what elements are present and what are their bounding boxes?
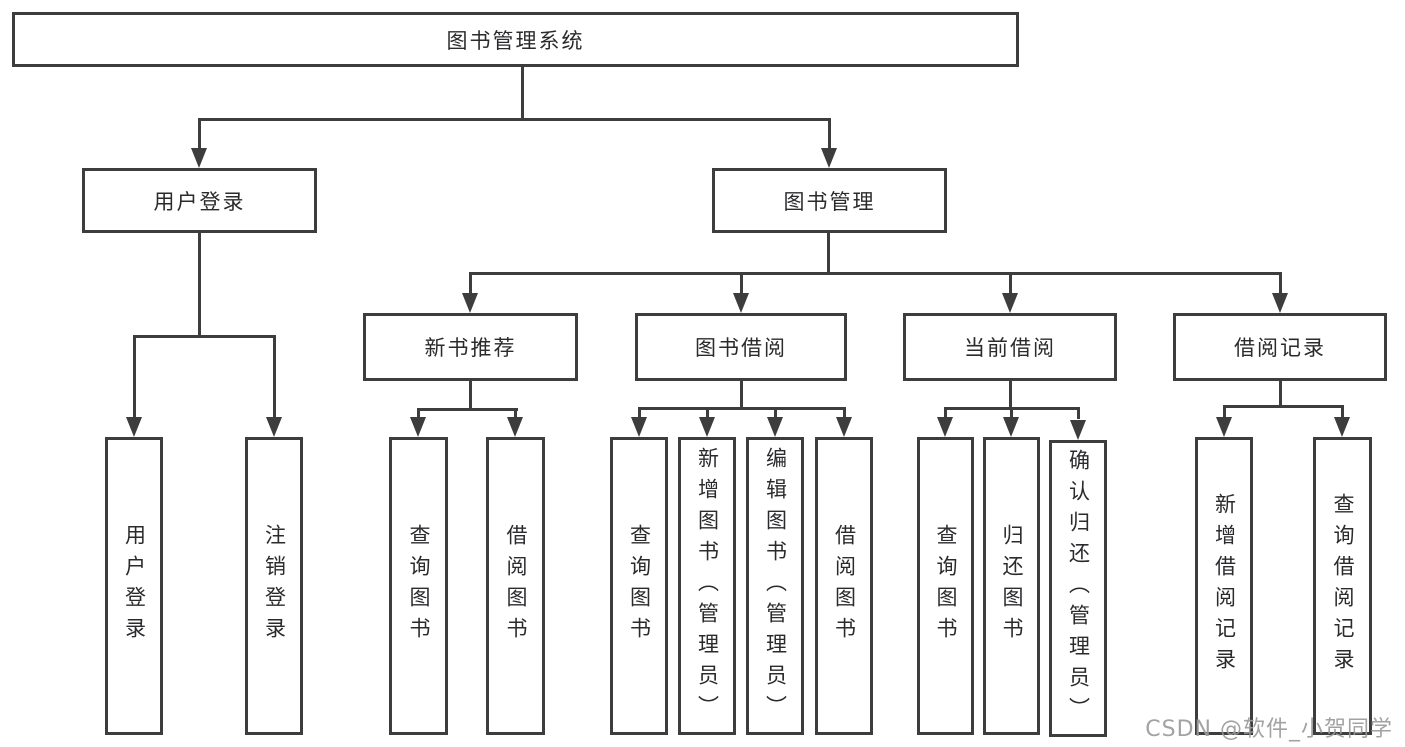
arrow-down-icon	[266, 417, 282, 437]
connector-line	[1009, 381, 1012, 409]
arrow-down-icon	[1272, 293, 1288, 313]
connector-line	[133, 335, 276, 338]
arrow-down-icon	[191, 148, 207, 168]
arrow-down-icon	[1003, 417, 1019, 437]
node-label: 归还图书	[1000, 524, 1024, 648]
connector-line	[1279, 272, 1282, 295]
arrow-down-icon	[507, 417, 523, 437]
node-label: 借阅图书	[832, 524, 857, 648]
leaf-return-books: 归还图书	[983, 437, 1040, 735]
leaf-borrow-books: 借阅图书	[815, 437, 873, 735]
connector-line	[417, 408, 518, 411]
arrow-down-icon	[462, 293, 478, 313]
connector-line	[1010, 407, 1013, 419]
node-label: 图书借阅	[695, 336, 787, 360]
node-current-borrow: 当前借阅	[903, 313, 1117, 381]
connector-line	[843, 407, 846, 419]
arrow-down-icon	[836, 417, 852, 437]
connector-line	[1223, 405, 1343, 408]
leaf-confirm-return-admin: 确认归还（管理员）	[1049, 440, 1107, 737]
arrow-down-icon	[733, 293, 749, 313]
node-label: 借阅记录	[1234, 336, 1326, 360]
node-label: 查询图书	[934, 524, 958, 648]
connector-line	[944, 407, 947, 419]
leaf-query-books: 查询图书	[917, 437, 974, 735]
node-label: 新书推荐	[424, 336, 517, 360]
node-label: 查询图书	[407, 524, 431, 648]
node-new-book-recommend: 新书推荐	[363, 313, 578, 381]
connector-line	[638, 407, 846, 410]
arrow-down-icon	[699, 417, 715, 437]
node-label: 查询借阅记录	[1331, 493, 1355, 679]
connector-line	[198, 118, 831, 121]
node-label: 图书管理	[783, 189, 876, 214]
node-label: 确认归还（管理员）	[1066, 449, 1091, 728]
connector-line	[740, 272, 743, 295]
arrow-down-icon	[821, 148, 837, 168]
arrow-down-icon	[767, 417, 783, 437]
connector-line	[706, 407, 709, 419]
node-book-management: 图书管理	[712, 168, 947, 233]
connector-line	[1009, 272, 1012, 295]
node-label: 注销登录	[262, 524, 287, 648]
leaf-query-books: 查询图书	[610, 437, 668, 735]
connector-line	[1223, 405, 1226, 419]
connector-line	[828, 118, 831, 152]
leaf-add-books-admin: 新增图书（管理员）	[678, 437, 736, 735]
connector-line	[469, 272, 472, 295]
arrow-down-icon	[126, 417, 142, 437]
connector-line	[740, 381, 743, 409]
node-label: 用户登录	[122, 524, 147, 648]
node-label: 查询图书	[627, 524, 652, 648]
leaf-query-borrow-record: 查询借阅记录	[1313, 437, 1372, 735]
node-user-login: 用户登录	[82, 168, 317, 233]
node-label: 新增借阅记录	[1212, 493, 1237, 679]
arrow-down-icon	[631, 417, 647, 437]
connector-line	[1279, 381, 1282, 407]
connector-line	[198, 233, 201, 337]
connector-line	[198, 118, 201, 152]
node-borrow-records: 借阅记录	[1173, 313, 1387, 381]
arrow-down-icon	[1216, 417, 1232, 437]
node-book-borrow: 图书借阅	[635, 313, 847, 381]
node-label: 借阅图书	[504, 524, 528, 648]
csdn-watermark: CSDN @软件_小贺同学	[1145, 717, 1393, 742]
arrow-down-icon	[937, 417, 953, 437]
arrow-down-icon	[1002, 293, 1018, 313]
connector-line	[1077, 407, 1080, 419]
leaf-logout: 注销登录	[245, 437, 303, 735]
node-label: 图书管理系统	[446, 28, 585, 53]
leaf-user-login: 用户登录	[105, 437, 163, 735]
connector-line	[133, 335, 136, 419]
connector-line	[827, 233, 830, 274]
arrow-down-icon	[1334, 417, 1350, 437]
connector-line	[638, 407, 641, 419]
connector-line	[774, 407, 777, 419]
connector-line	[469, 381, 472, 410]
node-label: 编辑图书（管理员）	[763, 446, 788, 726]
connector-line	[1341, 405, 1344, 419]
arrow-down-icon	[410, 417, 426, 437]
connector-line	[417, 408, 420, 420]
connector-line	[469, 272, 1282, 275]
arrow-down-icon	[1070, 420, 1086, 440]
connector-line	[521, 67, 524, 120]
connector-line	[514, 408, 517, 420]
node-label: 新增图书（管理员）	[695, 446, 720, 726]
node-library-system: 图书管理系统	[12, 12, 1019, 67]
leaf-add-borrow-record: 新增借阅记录	[1195, 437, 1253, 735]
node-label: 用户登录	[153, 189, 246, 214]
connector-line	[273, 335, 276, 419]
node-label: 当前借阅	[964, 336, 1056, 360]
leaf-query-books: 查询图书	[389, 437, 448, 735]
leaf-borrow-books: 借阅图书	[486, 437, 545, 735]
leaf-edit-books-admin: 编辑图书（管理员）	[746, 437, 804, 735]
